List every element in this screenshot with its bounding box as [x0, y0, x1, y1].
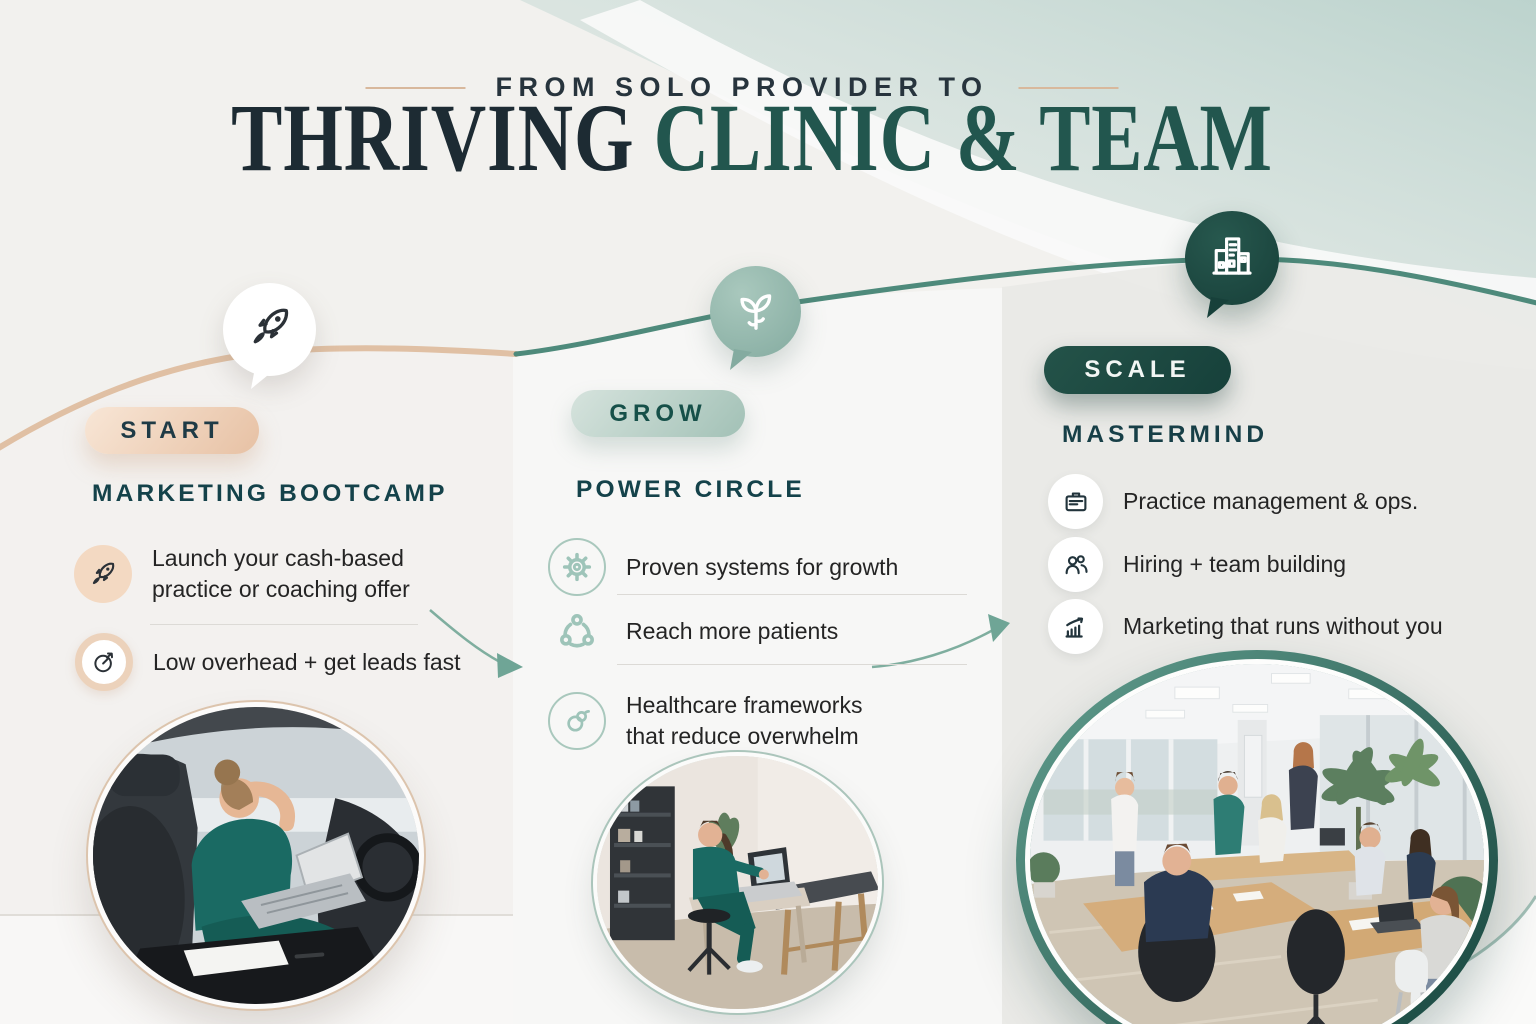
bullet-text: Proven systems for growth — [626, 553, 899, 580]
start-bubble — [223, 283, 316, 376]
bullet-text: Launch your cash-based practice or coach… — [152, 545, 410, 602]
seated-man-center — [1354, 822, 1386, 896]
framework-loop-icon — [548, 691, 606, 750]
clinic-building-icon — [1205, 229, 1259, 288]
rocket-icon — [74, 544, 132, 603]
gear-icon — [548, 538, 606, 596]
rocket-icon — [244, 301, 296, 358]
photo-provider-clinic-desk — [597, 756, 878, 1009]
quick-launch-icon — [75, 633, 133, 691]
title-primary: THRIVING — [231, 84, 635, 191]
start-bullet-1: Launch your cash-based practice or coach… — [74, 543, 424, 605]
scale-heading: MASTERMIND — [1062, 421, 1269, 448]
teal-wave-line — [513, 256, 1536, 357]
eyebrow-text: FROM SOLO PROVIDER TO — [495, 72, 989, 102]
right-dash — [1018, 86, 1119, 89]
grow-bullet-3: Healthcare frameworks that reduce overwh… — [548, 690, 882, 752]
grow-heading: POWER CIRCLE — [576, 476, 805, 503]
community-icon — [548, 602, 606, 660]
white-chairs — [1395, 949, 1428, 1018]
seated-man-foreground-left — [1138, 843, 1216, 1002]
photo-team-office-ring — [1016, 650, 1498, 1024]
standing-woman-left — [1111, 772, 1139, 887]
grow-badge: GROW — [571, 390, 745, 437]
briefcase-icon — [1048, 474, 1103, 529]
arrow-grow-to-scale — [871, 614, 1010, 669]
standing-man-teal — [1213, 771, 1245, 856]
scale-badge: SCALE — [1044, 346, 1231, 394]
bullet-text: Reach more patients — [626, 617, 839, 644]
scale-bullet-2: Hiring + team building — [1048, 537, 1346, 592]
seated-blonde-woman — [1257, 794, 1287, 863]
divider — [617, 664, 967, 665]
scale-bullet-1: Practice management & ops. — [1048, 474, 1418, 529]
team-icon — [1048, 537, 1103, 592]
arrow-start-to-grow — [429, 609, 523, 678]
growth-chart-icon — [1048, 599, 1103, 654]
grow-bubble — [710, 266, 801, 357]
grow-bullet-1: Proven systems for growth — [548, 538, 898, 596]
office-chair-center — [1286, 909, 1345, 1024]
bullet-text: Low overhead + get leads fast — [153, 648, 461, 675]
header-eyebrow-row: FROM SOLO PROVIDER TO — [365, 72, 1119, 103]
start-heading: MARKETING BOOTCAMP — [92, 480, 448, 507]
divider — [617, 594, 967, 595]
bullet-text: Healthcare frameworks that reduce overwh… — [626, 692, 863, 749]
start-bullet-2: Low overhead + get leads fast — [75, 633, 461, 691]
sprout-icon — [729, 282, 783, 341]
bullet-text: Marketing that runs without you — [1123, 613, 1443, 640]
bullet-text: Hiring + team building — [1123, 551, 1347, 578]
scale-bubble — [1185, 211, 1279, 305]
seated-woman-navy — [1406, 829, 1436, 900]
bullet-text: Practice management & ops. — [1123, 488, 1419, 515]
standing-presenter — [1288, 742, 1318, 831]
left-dash — [365, 86, 466, 89]
photo-team-office — [1025, 659, 1489, 1024]
start-badge: START — [85, 407, 259, 454]
photo-provider-in-car — [93, 707, 419, 1004]
title-secondary: CLINIC & TEAM — [653, 84, 1273, 191]
scale-bullet-3: Marketing that runs without you — [1048, 599, 1443, 654]
grow-bullet-2: Reach more patients — [548, 602, 838, 660]
divider — [150, 624, 418, 625]
